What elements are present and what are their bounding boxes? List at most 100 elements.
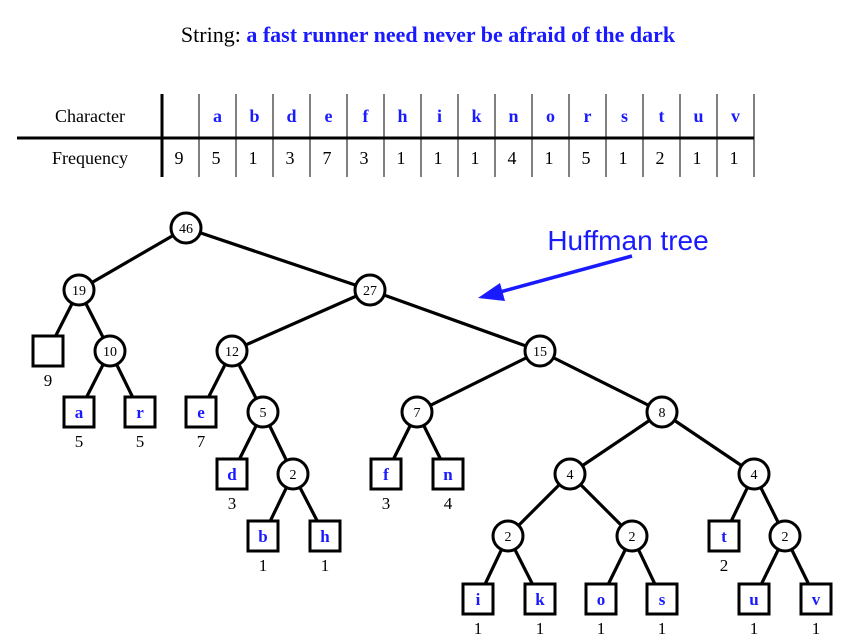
string-value: a fast runner need never be afraid of th… xyxy=(246,22,676,47)
internal-node: 2 xyxy=(768,519,802,553)
internal-node-weight: 7 xyxy=(414,406,421,421)
internal-node: 7 xyxy=(400,395,434,429)
leaf-node: 9 xyxy=(31,334,65,390)
leaf-character: f xyxy=(383,465,389,484)
internal-node: 4 xyxy=(553,457,587,491)
internal-node: 46 xyxy=(169,211,203,245)
internal-node-weight: 8 xyxy=(659,406,666,421)
tree-edge xyxy=(569,410,663,476)
internal-node-circle xyxy=(93,334,127,368)
internal-node-circle xyxy=(276,457,310,491)
leaf-node: h1 xyxy=(308,519,342,575)
leaf-node: r5 xyxy=(123,395,157,451)
tree-edge xyxy=(78,226,187,292)
leaf-frequency: 1 xyxy=(321,556,330,575)
internal-node-weight: 4 xyxy=(567,468,574,483)
leaf-character: h xyxy=(320,527,330,546)
leaf-frequency: 3 xyxy=(228,494,237,513)
leaf-node: b1 xyxy=(246,519,280,575)
table-char-cell: n xyxy=(508,106,518,126)
internal-node-circle xyxy=(737,457,771,491)
string-label: String: xyxy=(180,22,241,47)
internal-node-circle xyxy=(491,519,525,553)
leaf-box xyxy=(645,582,679,616)
annotation-arrow-shaft xyxy=(499,254,633,294)
internal-node-circle xyxy=(215,334,249,368)
internal-node: 15 xyxy=(523,334,557,368)
table-char-cell: b xyxy=(249,106,259,126)
leaf-box xyxy=(584,582,618,616)
leaf-frequency: 3 xyxy=(382,494,391,513)
leaf-frequency: 1 xyxy=(536,619,545,638)
leaf-frequency: 2 xyxy=(720,556,729,575)
string-header: String: a fast runner need never be afra… xyxy=(0,22,856,48)
internal-node-weight: 4 xyxy=(751,468,758,483)
leaf-character: i xyxy=(476,590,481,609)
internal-node: 2 xyxy=(615,519,649,553)
leaf-box xyxy=(31,334,65,368)
leaf-frequency: 4 xyxy=(444,494,453,513)
leaf-box xyxy=(123,395,157,429)
table-char-cell: d xyxy=(286,106,296,126)
leaf-box xyxy=(62,395,96,429)
leaf-box xyxy=(308,519,342,553)
tree-edge xyxy=(416,349,541,414)
table-char-cell: a xyxy=(213,106,222,126)
internal-node: 4 xyxy=(737,457,771,491)
leaf-node: v1 xyxy=(799,582,833,638)
internal-node-circle xyxy=(169,211,203,245)
table-freq-cell: 1 xyxy=(249,148,258,168)
internal-node: 10 xyxy=(93,334,127,368)
table-char-cell: t xyxy=(659,106,665,126)
leaf-frequency: 5 xyxy=(136,432,145,451)
leaf-character: s xyxy=(659,590,666,609)
annotation-arrow-head xyxy=(478,283,505,301)
table-freq-cell: 9 xyxy=(175,148,184,168)
internal-node-circle xyxy=(768,519,802,553)
leaf-node: k1 xyxy=(523,582,557,638)
leaf-box xyxy=(799,582,833,616)
leaf-node: t2 xyxy=(707,519,741,575)
table-freq-cell: 1 xyxy=(397,148,406,168)
table-freq-cell: 3 xyxy=(286,148,295,168)
leaf-frequency: 1 xyxy=(259,556,268,575)
table-char-cell: k xyxy=(471,106,481,126)
internal-node: 12 xyxy=(215,334,249,368)
table-freq-cell: 5 xyxy=(212,148,221,168)
character-row-label: Character xyxy=(55,106,125,126)
internal-node-circle xyxy=(353,273,387,307)
leaf-node: a5 xyxy=(62,395,96,451)
internal-node-circle xyxy=(645,395,679,429)
leaf-box xyxy=(461,582,495,616)
leaf-character: r xyxy=(136,403,144,422)
table-freq-cell: 1 xyxy=(619,148,628,168)
internal-node-weight: 27 xyxy=(363,284,377,299)
internal-node-weight: 10 xyxy=(103,345,117,360)
internal-node-weight: 2 xyxy=(629,530,636,545)
leaf-character: e xyxy=(197,403,205,422)
internal-node-weight: 2 xyxy=(782,530,789,545)
internal-node-circle xyxy=(400,395,434,429)
internal-node-circle xyxy=(523,334,557,368)
table-char-cell: v xyxy=(731,106,740,126)
leaf-character: b xyxy=(258,527,267,546)
leaf-node: s1 xyxy=(645,582,679,638)
table-char-cell: o xyxy=(546,106,555,126)
internal-node: 5 xyxy=(246,395,280,429)
internal-node-weight: 12 xyxy=(225,345,239,360)
leaf-box xyxy=(369,457,403,491)
leaf-node: e7 xyxy=(184,395,218,451)
leaf-node: i1 xyxy=(461,582,495,638)
leaf-character: t xyxy=(721,527,727,546)
table-char-cell: u xyxy=(693,106,703,126)
tree-edge xyxy=(185,226,371,292)
internal-node: 19 xyxy=(62,273,96,307)
leaf-frequency: 1 xyxy=(474,619,483,638)
leaf-box xyxy=(523,582,557,616)
leaf-node: o1 xyxy=(584,582,618,638)
internal-node-circle xyxy=(246,395,280,429)
internal-node-circle xyxy=(553,457,587,491)
leaf-frequency: 1 xyxy=(658,619,667,638)
tree-edge xyxy=(539,349,663,414)
